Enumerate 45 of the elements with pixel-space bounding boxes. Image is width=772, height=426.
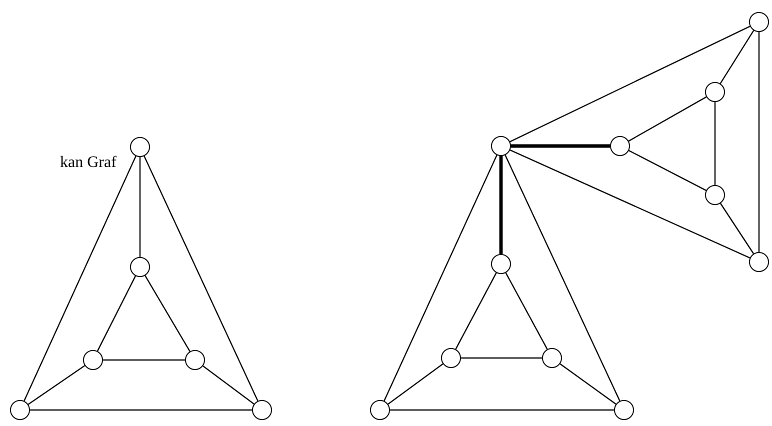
circle-vertex	[614, 400, 634, 420]
graph-edge	[388, 363, 444, 405]
graph-edge	[720, 203, 754, 254]
circle-vertex	[370, 400, 390, 420]
graph-edge	[96, 276, 136, 352]
graph-edge	[455, 272, 497, 350]
circle-vertex	[542, 348, 562, 368]
graph-edge	[560, 363, 616, 405]
circle-vertex	[491, 254, 511, 274]
circle-vertex	[83, 350, 103, 370]
graph-edge	[505, 272, 548, 350]
graph-edge	[510, 26, 750, 142]
circle-vertex	[749, 12, 769, 32]
graph-edge	[628, 150, 706, 191]
circle-vertex	[610, 136, 630, 156]
graph-edge	[144, 156, 258, 402]
graph-edge	[384, 154, 498, 402]
graph-edge	[103, 359, 185, 361]
graph-edge	[714, 102, 716, 185]
graph-edge	[499, 156, 503, 254]
graph-edge	[202, 366, 254, 404]
circle-vertex	[130, 257, 150, 277]
graph-edge	[504, 154, 620, 402]
heading-text: kan Graf	[60, 154, 116, 172]
graph-edge	[628, 96, 707, 142]
graph-edge	[510, 150, 750, 258]
circle-vertex	[441, 348, 461, 368]
graph-edge	[758, 32, 760, 252]
circle-vertex	[749, 252, 769, 272]
graph-edge	[511, 144, 610, 148]
circle-vertex	[10, 400, 30, 420]
graph-edge	[461, 357, 542, 359]
graph-edge	[720, 30, 754, 84]
circle-vertex	[705, 82, 725, 102]
graph-edge	[30, 409, 252, 411]
circle-vertex	[491, 136, 511, 156]
circle-vertex	[185, 350, 205, 370]
circle-vertex	[705, 185, 725, 205]
graph-edge	[390, 409, 614, 411]
circle-vertex	[130, 137, 150, 157]
graph-edge	[144, 275, 190, 352]
graph-edge	[139, 157, 141, 257]
circle-vertex	[252, 400, 272, 420]
graph-edge	[24, 156, 136, 402]
graph-edge	[28, 365, 86, 405]
